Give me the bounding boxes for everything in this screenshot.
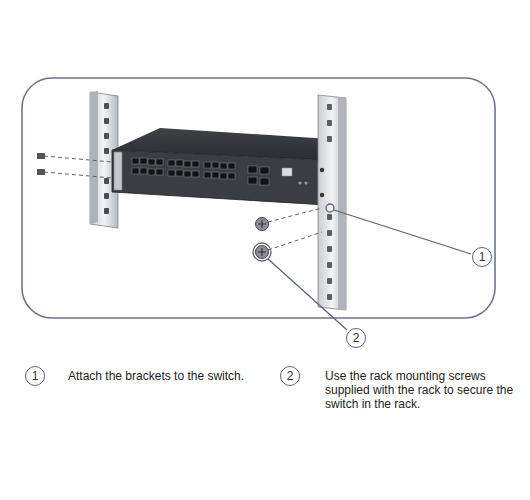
bracket-screws [37,153,112,178]
instruction-text: Use the rack mounting screws supplied wi… [325,369,520,411]
network-switch [112,128,345,205]
frame [22,78,495,318]
leader-lines [253,204,471,330]
callout-number: 1 [472,247,492,267]
right-rack-post [318,95,346,310]
callout-number: 1 [25,366,45,386]
callout-number: 2 [280,366,300,386]
callout-number: 2 [346,328,366,348]
instruction-text: Attach the brackets to the switch. [68,369,268,383]
rack-screws [256,208,323,259]
